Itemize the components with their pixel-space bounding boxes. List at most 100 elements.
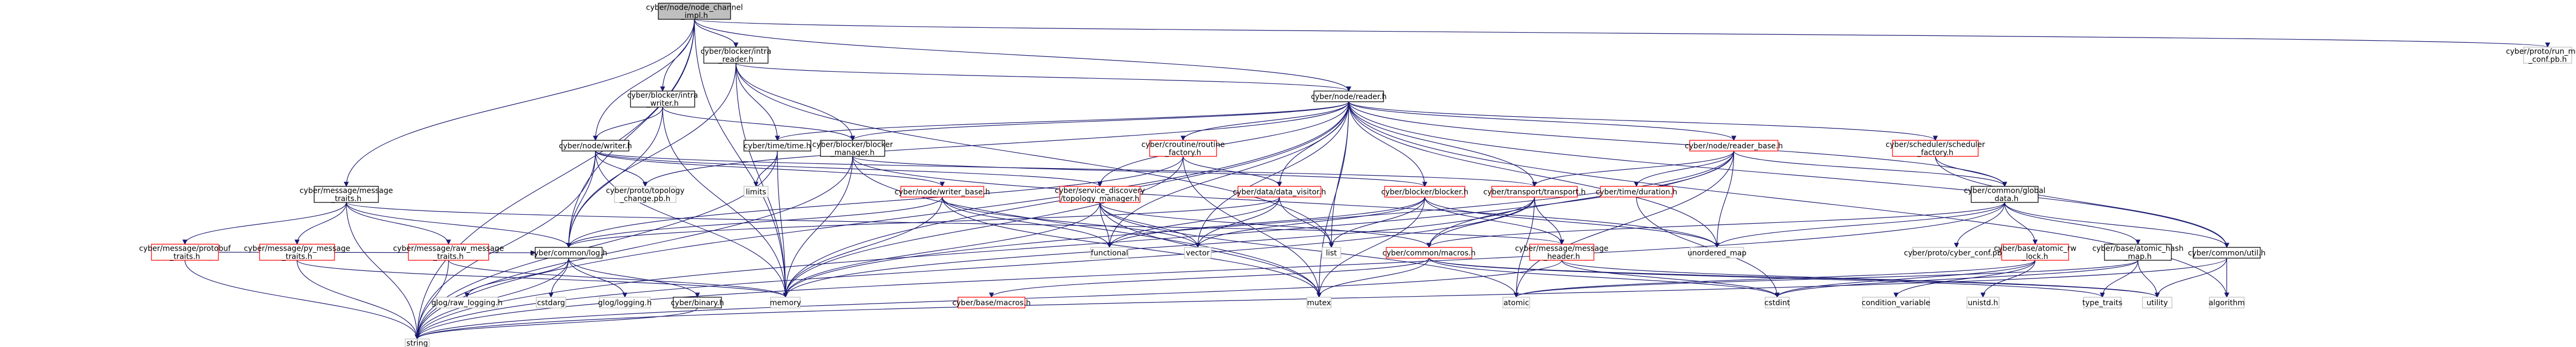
dependency-edge [782, 150, 1735, 298]
dependency-edge [852, 156, 1427, 187]
node-box [900, 186, 984, 198]
dependency-edge [1954, 202, 2005, 248]
node-cyber-base-atomic-hash-map-h[interactable]: cyber/base/atomic_hash_map.h [2092, 244, 2184, 261]
node-cyber-blocker-blocker-h[interactable]: cyber/blocker/blocker.h [1381, 186, 1469, 198]
node-label: memory [770, 299, 801, 307]
node-label: glog/raw_logging.h [431, 299, 503, 307]
dependency-edge [595, 150, 1103, 187]
dependency-edge [1424, 197, 1720, 248]
dependency-edge [1348, 101, 2230, 248]
node-cyber-common-log-h[interactable]: cyber/common/log.h [530, 247, 607, 259]
dependency-edge [297, 260, 788, 298]
node-label: cyber/base/atomic_rw [1994, 245, 2076, 253]
node-cyber-message-py-message-traits-h[interactable]: cyber/message/py_message_traits.h [244, 244, 351, 261]
dependency-edge [1279, 197, 1334, 248]
node-label: cyber/proto/cyber_conf.pb.h [1904, 249, 2009, 258]
node-box [1600, 186, 1673, 198]
node-cyber-binary-h[interactable]: cyber/binary.h [671, 297, 724, 308]
dependency-edge [941, 197, 1322, 298]
node-label: cyber/proto/topology [606, 187, 685, 195]
node-label: _traits.h [169, 253, 200, 261]
node-cyber-time-time-h[interactable]: cyber/time/time.h [743, 140, 811, 152]
dependency-edge [595, 150, 1537, 187]
node-box [1090, 247, 1129, 259]
node-cyber-scheduler-scheduler-factory-h[interactable]: cyber/scheduler/scheduler_factory.h [1886, 140, 1985, 157]
node-cyber-service-discovery-topology-manager-h[interactable]: cyber/service_discovery/topology_manager… [1055, 186, 1145, 203]
node-label: cyber/transport/transport.h [1483, 188, 1585, 197]
dependency-edge [566, 150, 596, 248]
dependency-edge [1348, 101, 1720, 248]
dependency-edge [294, 202, 347, 245]
node-cyber-message-protobuf-traits-h[interactable]: cyber/message/protobuf_traits.h [139, 244, 231, 261]
node-cyber-message-message-header-h[interactable]: cyber/message/message_header.h [1515, 244, 1609, 261]
node-label: functional [1091, 249, 1128, 258]
node-label: _data.h [1990, 195, 2019, 203]
dependency-edge [735, 63, 855, 141]
node-condition-variable: condition_variable [1861, 297, 1931, 308]
dependency-edge [464, 258, 569, 298]
dependency-edge [414, 202, 2005, 340]
node-unistd-h: unistd.h [1966, 297, 2000, 308]
node-cyber-time-duration-h[interactable]: cyber/time/duration.h [1595, 186, 1677, 198]
node-string: string [405, 338, 430, 347]
node-cyber-base-macros-h[interactable]: cyber/base/macros.h [952, 297, 1031, 308]
dependency-edge [852, 156, 1720, 248]
dependency-edge [1195, 197, 1425, 248]
dependency-edge [1426, 150, 1735, 248]
dependency-edge [1316, 258, 1430, 298]
dependency-edge [1714, 202, 2005, 248]
dependency-edge [2154, 258, 2228, 298]
node-cyber-blocker-intra-reader-h[interactable]: cyber/blocker/intra_reader.h [701, 47, 771, 64]
node-box [958, 297, 1025, 308]
node-label: cyber/blocker/intra [701, 48, 771, 56]
dependency-edge [1426, 197, 1535, 248]
dependency-edge [1774, 260, 2036, 298]
node-cstdint: cstdint [1765, 297, 1790, 308]
node-cyber-message-raw-message-traits-h[interactable]: cyber/message/raw_message_traits.h [393, 244, 504, 261]
node-cyber-node-writer-h[interactable]: cyber/node/writer.h [559, 140, 632, 152]
node-cyber-message-message-traits-h[interactable]: cyber/message/message_traits.h [300, 186, 393, 203]
node-label: cyber/blocker/intra [627, 92, 698, 100]
node-cyber-blocker-intra-writer-h[interactable]: cyber/blocker/intra_writer.h [627, 90, 698, 108]
node-cyber-node-reader-h[interactable]: cyber/node/reader.h [1311, 90, 1387, 102]
node-label: _lock.h [2022, 253, 2048, 261]
node-box [2209, 297, 2245, 308]
node-cyber-blocker-blocker-manager-h[interactable]: cyber/blocker/blocker_manager.h [812, 140, 893, 157]
dependency-edge [1107, 197, 1280, 248]
node-cyber-croutine-routine-factory-h[interactable]: cyber/croutine/routine_factory.h [1142, 140, 1225, 157]
node-cyber-node-node-channel-impl-h[interactable]: cyber/node/node_channel_impl.h [646, 3, 743, 20]
node-cyber-common-global-data-h[interactable]: cyber/common/global_data.h [1964, 186, 2046, 203]
node-box [1966, 297, 2000, 308]
dependency-edge [735, 63, 1334, 248]
dependency-edge [568, 258, 628, 298]
dependency-edge [1428, 258, 1780, 298]
node-functional: functional [1090, 247, 1129, 259]
node-box [2104, 244, 2172, 261]
dependency-edge [782, 156, 1184, 298]
node-cyber-data-data-visitor-h[interactable]: cyber/data/data_visitor.h [1233, 186, 1326, 198]
node-cyber-node-reader-base-h[interactable]: cyber/node/reader_base.h [1685, 140, 1783, 152]
node-label: _traits.h [433, 253, 464, 261]
node-box [2142, 297, 2172, 308]
dependency-edge [414, 197, 1535, 340]
node-box [1306, 297, 1332, 308]
node-label: _factory.h [1165, 149, 1202, 157]
node-label: cyber/base/atomic_hash [2092, 245, 2184, 253]
dependency-edge [989, 258, 1430, 298]
dependency-edge [346, 202, 1564, 245]
node-cyber-base-atomic-rw-lock-h[interactable]: cyber/base/atomic_rw_lock.h [1994, 244, 2077, 261]
node-box [314, 186, 379, 203]
node-cyber-proto-cyber-conf-pb-h: cyber/proto/cyber_conf.pb.h [1904, 247, 2009, 259]
node-label: cyber/message/raw_message [393, 245, 504, 253]
node-cyber-common-util-h[interactable]: cyber/common/util.h [2188, 247, 2266, 259]
node-box [1502, 297, 1530, 308]
node-utility: utility [2142, 297, 2172, 308]
node-cyber-common-macros-h[interactable]: cyber/common/macros.h [1382, 247, 1476, 259]
node-cyber-node-writer-base-h[interactable]: cyber/node/writer_base.h [894, 186, 990, 198]
node-cyber-transport-transport-h[interactable]: cyber/transport/transport.h [1483, 186, 1586, 198]
node-glog-logging-h: glog/logging.h [598, 297, 652, 308]
node-label: /topology_manager.h [1060, 195, 1139, 203]
dependency-edge [782, 197, 943, 298]
dependency-edge [1348, 101, 1938, 141]
